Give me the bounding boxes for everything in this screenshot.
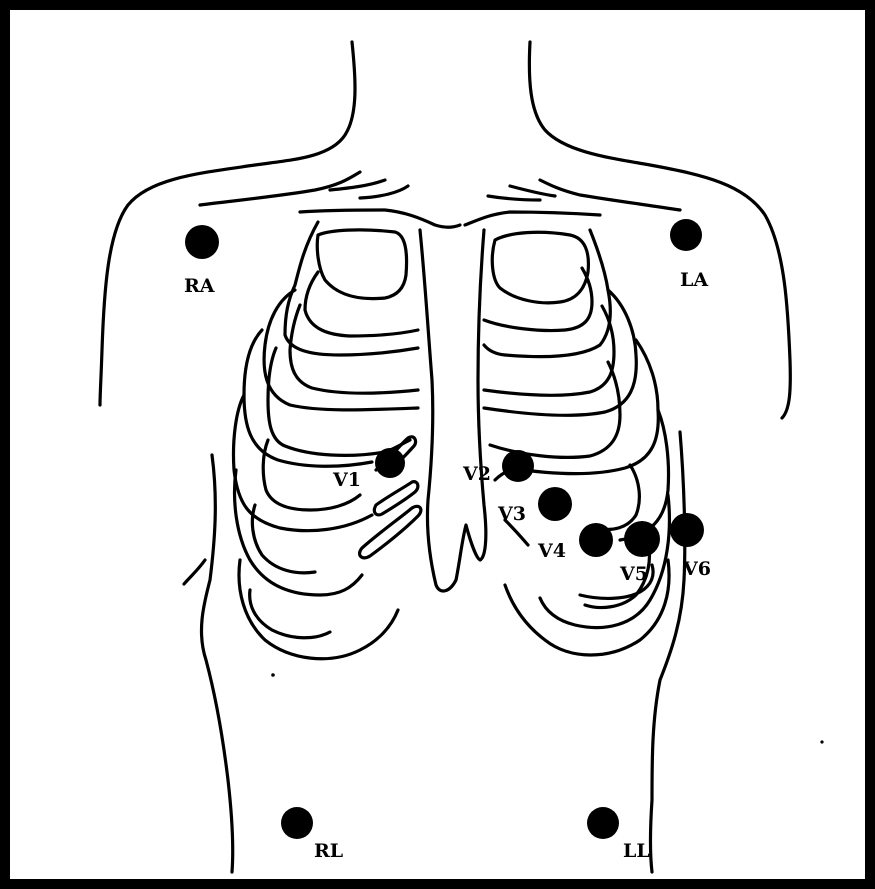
left-rib-1: [317, 230, 406, 299]
right-rib-1: [492, 232, 588, 303]
electrode-ll: [587, 807, 619, 839]
sternum: [420, 230, 486, 591]
collarbone-left: [200, 172, 460, 227]
torso-outline: [100, 42, 790, 872]
left-rib-cage: [233, 222, 420, 659]
left-rib-2: [285, 222, 418, 355]
left-rib-cartilage-2: [360, 506, 421, 558]
electrode-la: [670, 219, 702, 251]
figure-border: [5, 5, 870, 884]
label-v4: V4: [537, 540, 566, 562]
label-ll: LL: [623, 840, 650, 862]
electrode-v2: [502, 450, 534, 482]
right-rib-3: [484, 290, 636, 415]
electrode-v3: [538, 487, 572, 521]
label-v6: V6: [682, 558, 711, 580]
electrode-v6: [670, 513, 704, 547]
label-v2: V2: [462, 463, 491, 485]
collarbone-right: [465, 180, 680, 225]
label-rl: RL: [314, 840, 343, 862]
label-v1: V1: [332, 469, 361, 491]
right-rib-2: [484, 230, 610, 357]
left-rib-4: [244, 330, 410, 466]
right-rib-cage: [484, 230, 669, 655]
speck-1: [271, 673, 275, 677]
waist-left: [201, 455, 232, 872]
waist-left-notch: [184, 560, 205, 584]
label-ra: RA: [184, 275, 215, 297]
electrode-v4: [579, 523, 613, 557]
label-v3: V3: [497, 503, 526, 525]
label-la: LA: [680, 269, 708, 291]
electrode-v5: [624, 521, 660, 557]
speck-2: [820, 740, 823, 743]
electrode-rl: [281, 807, 313, 839]
electrode-ra: [185, 225, 219, 259]
electrode-v1: [375, 448, 405, 478]
neck-right: [529, 42, 790, 418]
label-v5: V5: [619, 563, 648, 585]
